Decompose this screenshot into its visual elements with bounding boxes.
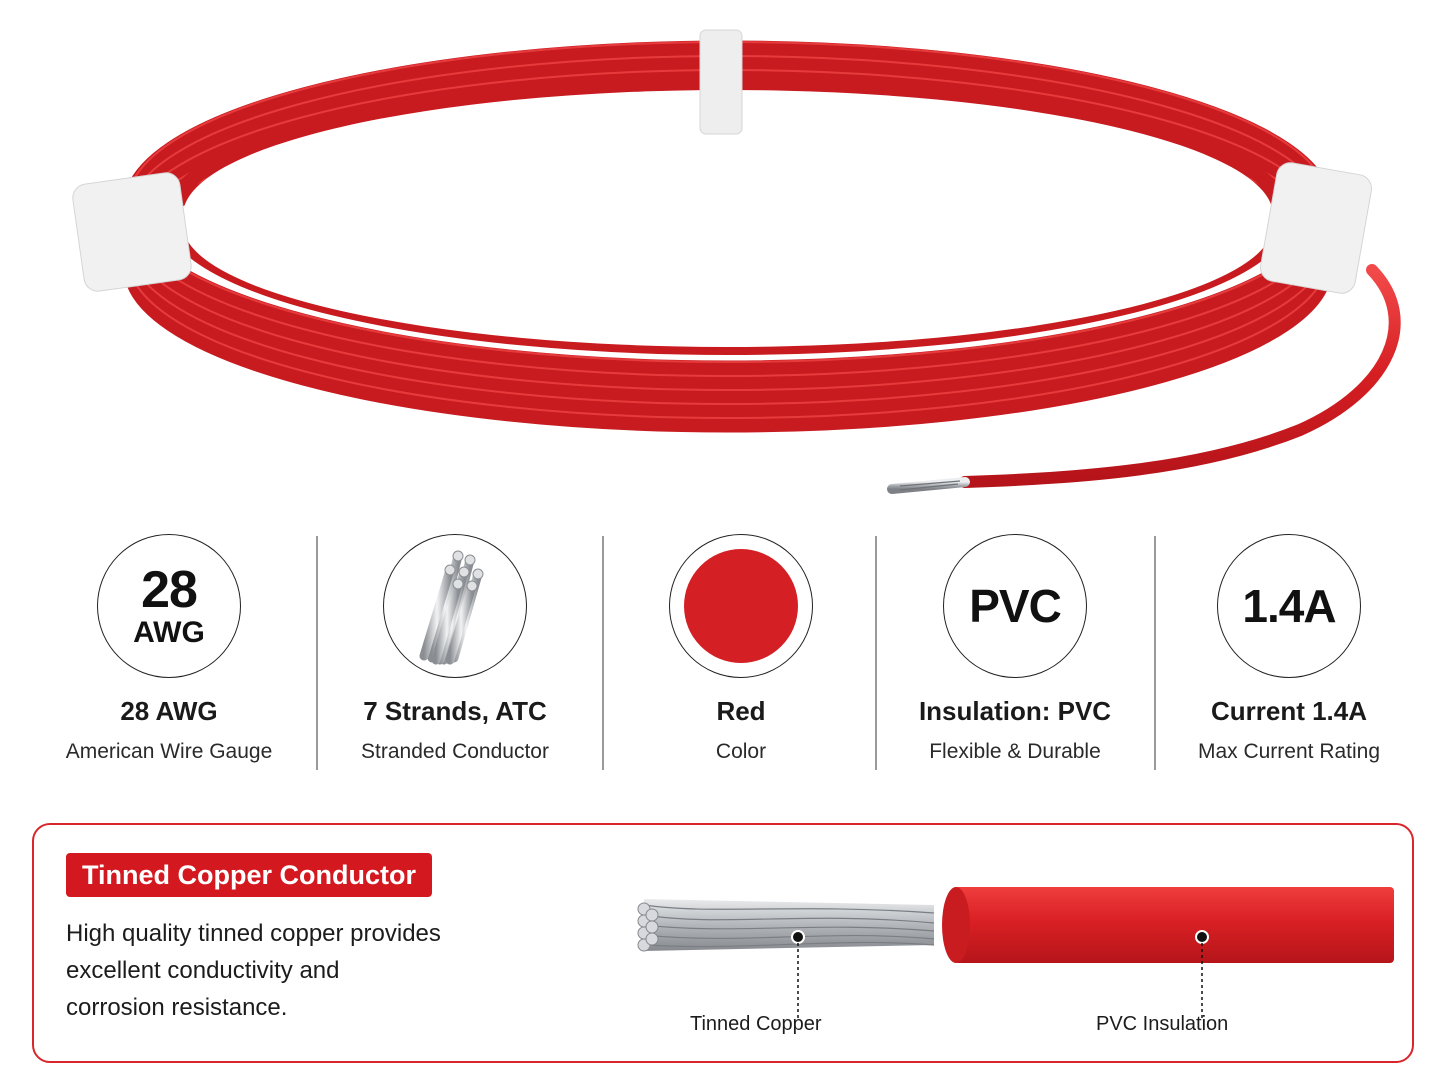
gauge-badge-unit: AWG bbox=[133, 616, 205, 649]
conductor-tag: Tinned Copper Conductor bbox=[66, 853, 432, 897]
description-line: corrosion resistance. bbox=[66, 994, 288, 1021]
pvc-insulation-label: PVC Insulation bbox=[1096, 1013, 1229, 1035]
spec-insulation: PVC Insulation: PVC Flexible & Durable bbox=[876, 530, 1154, 775]
current-badge-text: 1.4A bbox=[1242, 580, 1336, 632]
spec-title: 28 AWG bbox=[120, 696, 218, 726]
spec-title: Insulation: PVC bbox=[918, 696, 1112, 726]
strands-icon bbox=[419, 550, 484, 665]
conductor-description: High quality tinned copper provides exce… bbox=[66, 915, 526, 1026]
description-line: High quality tinned copper provides bbox=[66, 920, 441, 947]
spec-title: Red bbox=[716, 696, 766, 726]
spec-strands: 7 Strands, ATC Stranded Conductor bbox=[316, 530, 594, 775]
divider bbox=[1154, 536, 1156, 770]
spec-desc: American Wire Gauge bbox=[65, 740, 273, 763]
spec-color: Red Color bbox=[602, 530, 880, 775]
gauge-badge-number: 28 bbox=[141, 561, 198, 619]
insulation-badge: PVC bbox=[943, 534, 1087, 678]
red-color-swatch bbox=[684, 549, 798, 663]
spec-desc: Color bbox=[715, 740, 767, 763]
spec-desc: Max Current Rating bbox=[1197, 740, 1381, 763]
spec-current: 1.4A Current 1.4A Max Current Rating bbox=[1150, 530, 1428, 775]
gauge-badge: 28 AWG bbox=[97, 534, 241, 678]
divider bbox=[602, 536, 604, 770]
insulation-badge-text: PVC bbox=[969, 580, 1062, 632]
spec-gauge: 28 AWG 28 AWG American Wire Gauge bbox=[30, 530, 308, 775]
divider bbox=[875, 536, 877, 770]
conductor-panel: Tinned Copper Conductor High quality tin… bbox=[32, 823, 1414, 1063]
spec-title: Current 1.4A bbox=[1210, 696, 1368, 726]
color-badge bbox=[669, 534, 813, 678]
current-badge: 1.4A bbox=[1217, 534, 1361, 678]
spec-desc: Flexible & Durable bbox=[929, 740, 1101, 763]
spec-row: 28 AWG 28 AWG American Wire Gauge bbox=[30, 530, 1420, 775]
divider bbox=[316, 536, 318, 770]
description-line: excellent conductivity and bbox=[66, 957, 340, 984]
spec-desc: Stranded Conductor bbox=[361, 740, 549, 763]
spec-title: 7 Strands, ATC bbox=[363, 696, 547, 726]
wire-cross-section-image bbox=[637, 887, 1394, 1021]
strands-badge bbox=[383, 534, 527, 678]
tinned-copper-label: Tinned Copper bbox=[690, 1013, 822, 1035]
wire-coil-image bbox=[72, 29, 1401, 494]
